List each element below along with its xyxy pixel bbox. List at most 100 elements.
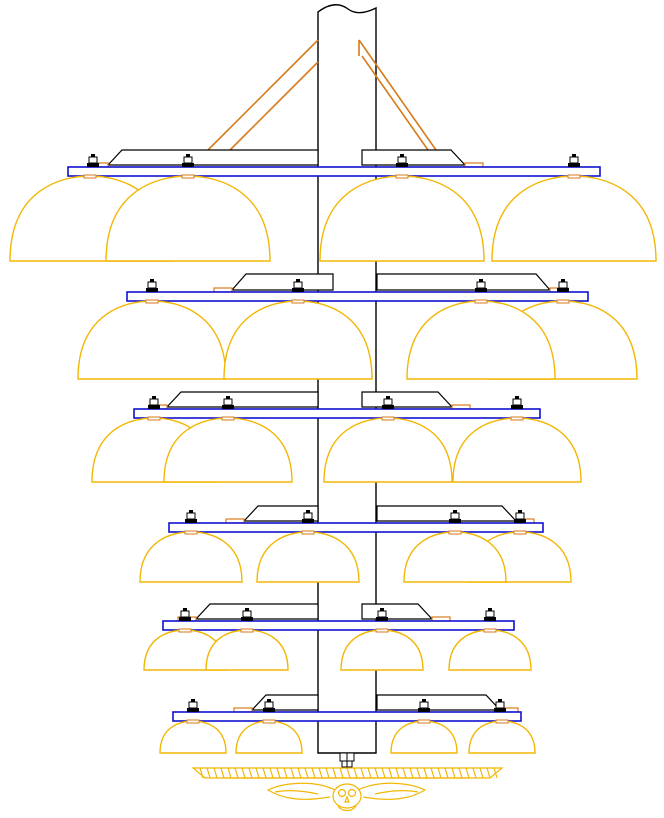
- crown-tick: [353, 767, 358, 779]
- nut-base: [514, 519, 526, 523]
- lamp-shade-neck: [381, 416, 395, 421]
- nut-cap: [296, 279, 300, 282]
- bolt-nut-icon: [292, 279, 304, 292]
- bolt-nut-icon: [568, 154, 580, 167]
- nut-body: [293, 281, 303, 289]
- crown-tick: [486, 767, 491, 779]
- lamp-shade-dome: [205, 629, 289, 671]
- crown-tick: [248, 767, 253, 779]
- lamp-shade: [256, 530, 360, 583]
- nut-base: [148, 405, 160, 409]
- nut-cap: [91, 154, 95, 157]
- lamp-tier-5: [143, 603, 532, 671]
- nut-body: [223, 398, 233, 406]
- nut-cap: [400, 154, 404, 157]
- bracket-left: [250, 694, 319, 711]
- lamp-shade-neck: [178, 628, 192, 633]
- nut-base: [475, 288, 487, 292]
- lamp-shade: [77, 299, 227, 380]
- nut-cap: [191, 699, 195, 702]
- crown-tick: [388, 767, 393, 779]
- lamp-shade: [319, 174, 485, 262]
- bolt-nut-icon: [241, 608, 253, 621]
- crown-tick: [213, 767, 218, 779]
- crown-tick: [444, 767, 449, 779]
- lamp-tier-3: [91, 391, 582, 483]
- bracket-right: [361, 391, 454, 408]
- nut-base: [187, 708, 199, 712]
- lamp-shade-neck: [395, 174, 409, 179]
- nut-body: [149, 398, 159, 406]
- nut-body: [186, 512, 196, 520]
- nut-body: [476, 281, 486, 289]
- crown-tick: [360, 767, 365, 779]
- bolt-nut-icon: [187, 699, 199, 712]
- nut-cap: [518, 510, 522, 513]
- nut-body: [377, 610, 387, 618]
- nut-body: [264, 701, 274, 709]
- crown-tick: [346, 767, 351, 779]
- nut-body: [88, 156, 98, 164]
- lamp-shade-neck: [448, 530, 462, 535]
- lamp-tier-2: [77, 273, 638, 380]
- lamp-shade-dome: [491, 175, 657, 262]
- nut-cap: [226, 396, 230, 399]
- nut-base: [511, 405, 523, 409]
- nut-base: [418, 708, 430, 712]
- nut-base: [185, 519, 197, 523]
- nut-cap: [152, 396, 156, 399]
- nut-body: [419, 701, 429, 709]
- lamp-shade: [139, 530, 243, 583]
- mounting-plate: [126, 291, 589, 302]
- bolt-nut-icon: [182, 154, 194, 167]
- lamp-shade-neck: [240, 628, 254, 633]
- nut-base: [222, 405, 234, 409]
- crown-tick: [220, 767, 225, 779]
- crown-tick: [381, 767, 386, 779]
- crown-tick: [311, 767, 316, 779]
- lamp-shade: [223, 299, 373, 380]
- crown-tick: [283, 767, 288, 779]
- bolt-nut-icon: [557, 279, 569, 292]
- lamp-shade-neck: [291, 299, 305, 304]
- crown-tick: [269, 767, 274, 779]
- lamp-shade: [159, 719, 227, 754]
- lamp-shade-neck: [513, 530, 527, 535]
- nut-cap: [572, 154, 576, 157]
- lamp-shade: [403, 530, 507, 583]
- nut-cap: [267, 699, 271, 702]
- lamp-shade-neck: [147, 416, 161, 421]
- nut-base: [557, 288, 569, 292]
- bracket-right: [376, 273, 552, 291]
- bolt-nut-icon: [511, 396, 523, 409]
- nut-base: [182, 163, 194, 167]
- nut-base: [179, 617, 191, 621]
- nut-body: [183, 156, 193, 164]
- lamp-shade-neck: [474, 299, 488, 304]
- lamp-shade-neck: [184, 530, 198, 535]
- nut-base: [241, 617, 253, 621]
- bolt-nut-icon: [475, 279, 487, 292]
- mounting-plate: [133, 408, 541, 419]
- crown-tick: [458, 767, 463, 779]
- nut-body: [495, 701, 505, 709]
- mounting-plate: [162, 620, 515, 631]
- bracket-right: [361, 603, 434, 620]
- nut-base: [396, 163, 408, 167]
- lamp-shade: [406, 299, 556, 380]
- crown-tick: [465, 767, 470, 779]
- bracket-left: [165, 391, 319, 408]
- bolt-nut-icon: [87, 154, 99, 167]
- crown-tick: [451, 767, 456, 779]
- nut-cap: [150, 279, 154, 282]
- nut-body: [512, 398, 522, 406]
- nut-body: [383, 398, 393, 406]
- lamp-shade-neck: [567, 174, 581, 179]
- bolt-nut-icon: [418, 699, 430, 712]
- crown-tick: [325, 767, 330, 779]
- nut-cap: [245, 608, 249, 611]
- bracket-left: [106, 149, 319, 166]
- crown-tick: [416, 767, 421, 779]
- lamp-shade-neck: [483, 628, 497, 633]
- crown-tick: [374, 767, 379, 779]
